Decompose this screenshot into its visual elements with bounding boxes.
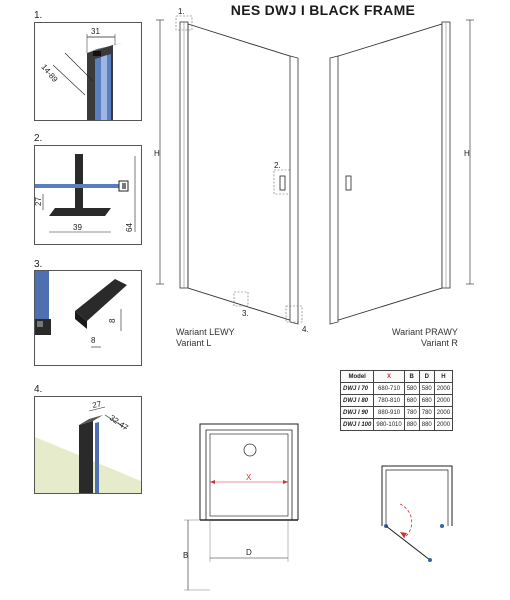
cell-b: 780 [403, 406, 420, 419]
detail-2-dim-27: 27 [35, 197, 43, 206]
plan-d-label: D [246, 548, 252, 557]
variant-right-line1: Wariant PRAWY [392, 327, 458, 337]
detail-1-drawing: 31 14-89 [39, 27, 123, 120]
cell-d: 580 [418, 382, 435, 395]
detail-4-drawing: 27 32-47 [35, 399, 141, 493]
header-d: D [418, 370, 435, 383]
cell-h: 2000 [433, 406, 454, 419]
detail-4-dim-27: 27 [92, 399, 103, 410]
detail-1-box: 31 14-89 [34, 22, 142, 121]
variant-left-line2: Variant L [176, 338, 212, 348]
detail-3-dim-8-vertical: 8 [108, 318, 117, 323]
cell-model: DWJ I 80 [339, 394, 375, 407]
detail-2-box: 27 39 64 [34, 145, 142, 245]
detail-1-dim-14-89: 14-89 [39, 63, 59, 85]
header-model: Model [339, 370, 375, 383]
variant-right-line2: Variant R [420, 338, 458, 348]
cell-x: 980-1010 [373, 418, 405, 431]
header-h: H [433, 370, 454, 383]
plan-view: X D B [183, 423, 299, 591]
detail-3-box: 8 8 [34, 270, 142, 366]
left-callout-4: 4. [302, 325, 309, 334]
diagram-title: NES DWJ I BLACK FRAME [230, 2, 416, 18]
detail-3-dim-8-horizontal: 8 [91, 336, 96, 345]
left-height-label: H [154, 149, 160, 158]
cell-x: 680-710 [373, 382, 405, 395]
table-header-row: Model X B D H [339, 370, 454, 383]
table-row: DWJ I 70 680-710 580 580 2000 [339, 382, 454, 395]
front-view-right: H [329, 19, 474, 325]
detail-2-drawing: 27 39 64 [35, 154, 136, 233]
detail-1-number: 1. [34, 10, 43, 21]
front-view-left: H 1. 2. 3. 4. [154, 7, 309, 334]
left-callout-1: 1. [178, 7, 185, 16]
detail-3-number: 3. [34, 259, 43, 270]
detail-2-number: 2. [34, 133, 43, 144]
cell-b: 580 [403, 382, 420, 395]
cell-x: 780-810 [373, 394, 405, 407]
cell-x: 880-910 [373, 406, 405, 419]
cell-b: 880 [403, 418, 420, 431]
detail-2-dim-64: 64 [125, 223, 134, 232]
cell-h: 2000 [433, 394, 454, 407]
cell-d: 680 [418, 394, 435, 407]
cell-d: 880 [418, 418, 435, 431]
plan-x-label: X [246, 473, 252, 482]
cell-model: DWJ I 100 [339, 418, 375, 431]
table-row: DWJ I 90 880-910 780 780 2000 [339, 406, 454, 419]
detail-4-box: 27 32-47 [34, 396, 142, 494]
cell-model: DWJ I 70 [339, 382, 375, 395]
header-b: B [403, 370, 420, 383]
detail-4-number: 4. [34, 384, 43, 395]
cell-h: 2000 [433, 418, 454, 431]
variant-left-label: Wariant LEWY Variant L [176, 327, 235, 349]
left-callout-3: 3. [242, 309, 249, 318]
right-height-label: H [464, 149, 470, 158]
plan-b-label: B [183, 551, 188, 560]
header-x: X [373, 370, 405, 383]
cell-b: 680 [403, 394, 420, 407]
detail-4-dim-32-47: 32-47 [108, 413, 130, 432]
cell-h: 2000 [433, 382, 454, 395]
table-row: DWJ I 100 980-1010 880 880 2000 [339, 418, 454, 431]
model-spec-table: Model X B D H DWJ I 70 680-710 580 580 2… [339, 370, 454, 431]
table-row: DWJ I 80 780-810 680 680 2000 [339, 394, 454, 407]
detail-1-dim-31: 31 [91, 27, 100, 36]
detail-2-dim-39: 39 [73, 223, 82, 232]
cell-d: 780 [418, 406, 435, 419]
variant-right-label: Wariant PRAWY Variant R [392, 327, 458, 349]
left-callout-2: 2. [274, 161, 281, 170]
door-swing-schematic [381, 465, 453, 562]
cell-model: DWJ I 90 [339, 406, 375, 419]
detail-3-drawing: 8 8 [35, 271, 127, 348]
variant-left-line1: Wariant LEWY [176, 327, 235, 337]
